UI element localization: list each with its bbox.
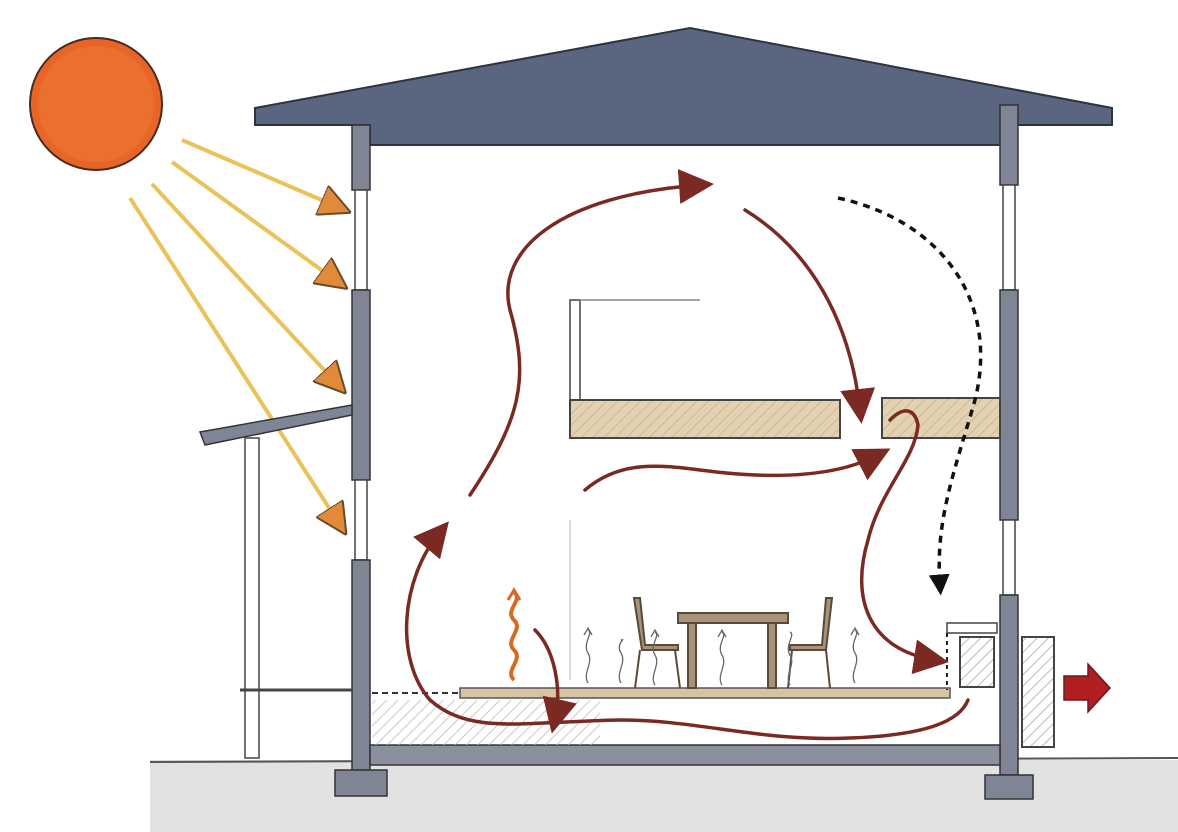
mezzanine-loft — [569, 299, 841, 439]
airflow-arrow-icon — [583, 448, 891, 492]
airflow-arrow-icon — [743, 208, 876, 424]
airflow-arrow-icon — [468, 169, 714, 497]
airflow-arrow-icon — [533, 628, 577, 734]
sun-ray — [128, 196, 340, 525]
sun-ray — [170, 160, 338, 282]
sun-rays — [128, 138, 340, 525]
sun-ray — [181, 138, 340, 208]
airflow-arrow-icon — [859, 409, 949, 675]
left-wall — [334, 124, 388, 797]
sun-icon — [29, 37, 163, 171]
airflow-paths — [404, 169, 970, 741]
right-shelf — [881, 397, 1001, 439]
roof — [254, 26, 1113, 146]
chair-left — [632, 597, 681, 689]
dining-table — [677, 612, 789, 689]
exhaust-arrow-icon — [1063, 662, 1112, 714]
heat-wave-icon — [506, 587, 522, 682]
cool-airflow-dashed — [837, 196, 983, 596]
right-wall — [984, 104, 1034, 800]
chair-right — [787, 597, 834, 689]
radiator-unit — [946, 622, 998, 690]
rising-warm-air — [583, 626, 860, 686]
porch-canopy — [198, 404, 353, 759]
exterior-unit — [1021, 636, 1055, 748]
airflow-arrow-icon — [404, 521, 970, 741]
sun-ray — [150, 182, 338, 385]
ground-floor — [372, 520, 951, 699]
